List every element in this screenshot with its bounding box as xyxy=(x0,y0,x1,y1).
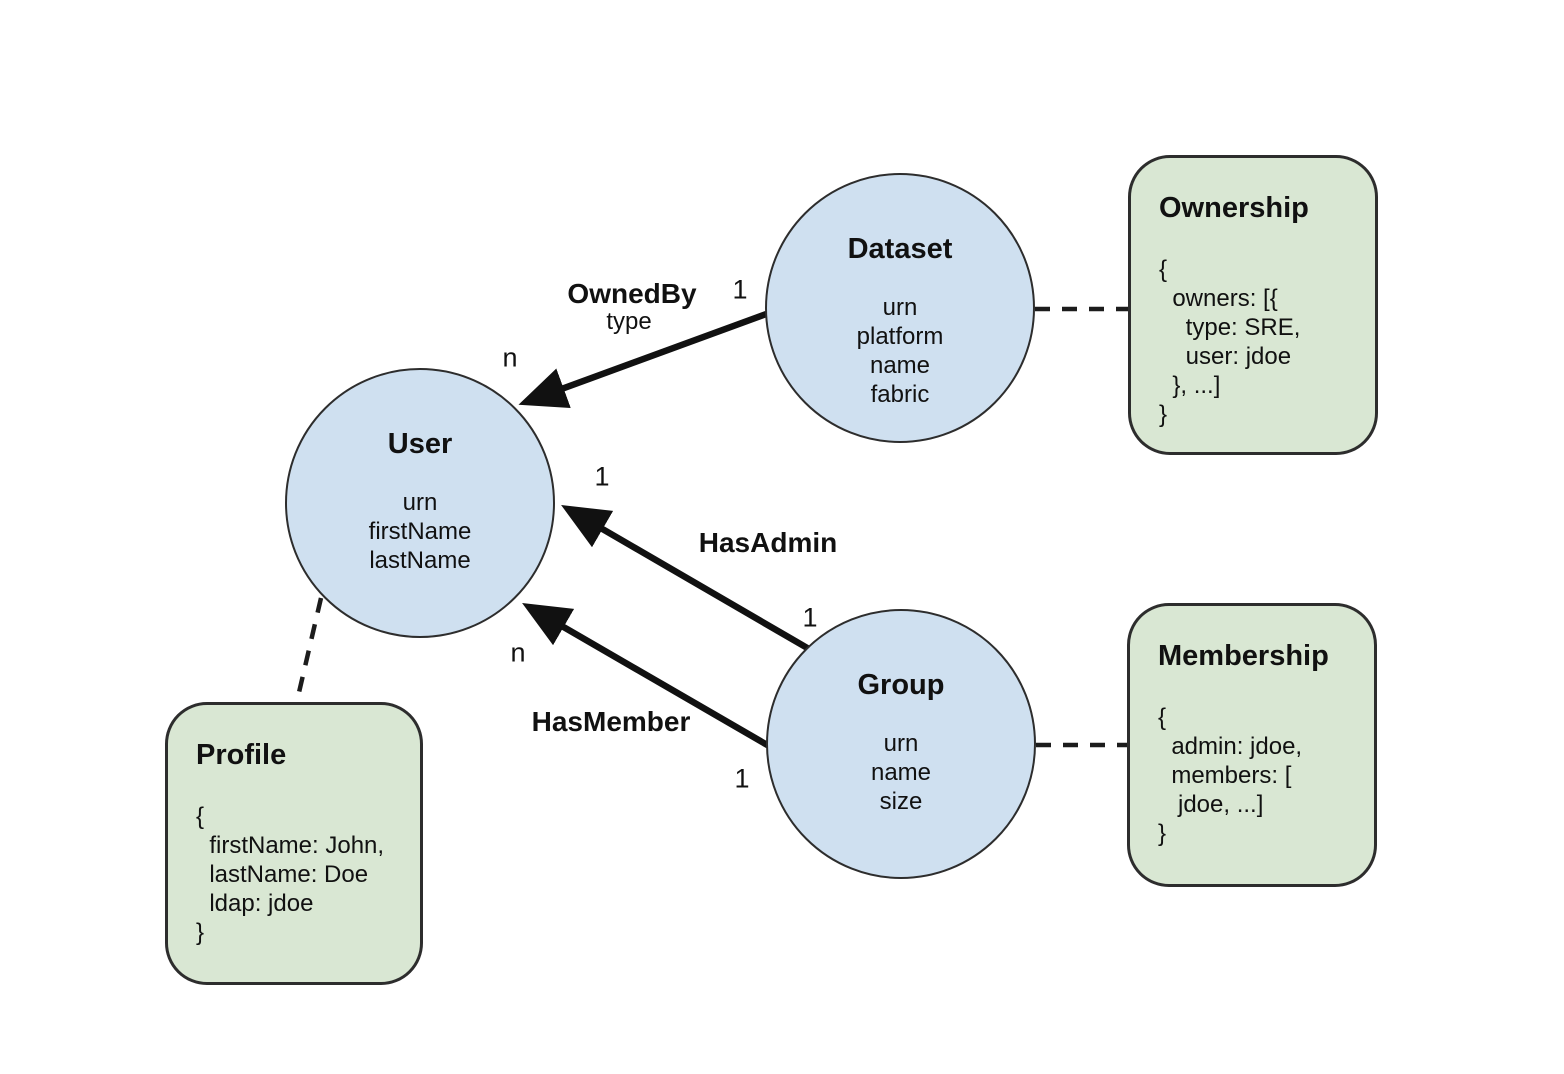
aspect-code-line: { xyxy=(1158,704,1167,731)
aspect-code-line: { xyxy=(196,803,205,830)
node-attribute: fabric xyxy=(870,381,930,408)
edge-sublabel-ownedby-type: type xyxy=(606,308,652,335)
aspect-membership: Membership { admin: jdoe, members: [ jdo… xyxy=(1127,603,1377,887)
node-attribute: urn xyxy=(883,730,919,757)
aspect-title: Membership xyxy=(1158,640,1329,672)
node-attributes: urn firstName lastName xyxy=(369,488,472,575)
aspect-code-line: ldap: jdoe xyxy=(196,890,314,917)
node-attribute: urn xyxy=(402,489,438,516)
cardinality-hasmember-source: 1 xyxy=(734,763,750,794)
aspect-code: { admin: jdoe, members: [ jdoe, ...] } xyxy=(1158,703,1358,848)
edge-label-hasadmin: HasAdmin xyxy=(698,527,838,558)
aspect-title: Ownership xyxy=(1159,192,1309,224)
aspect-code-line: admin: jdoe, xyxy=(1158,733,1303,760)
aspect-code-line: firstName: John, xyxy=(196,832,385,859)
aspect-code: { owners: [{ type: SRE, user: jdoe }, ..… xyxy=(1159,255,1359,429)
node-attribute: urn xyxy=(882,294,918,321)
cardinality-ownedby-source: 1 xyxy=(732,274,748,305)
node-title: Group xyxy=(857,669,945,701)
aspect-code-line: jdoe, ...] xyxy=(1158,791,1264,818)
aspect-code-line: } xyxy=(1158,820,1167,847)
node-attribute: firstName xyxy=(368,518,472,545)
aspect-code-line: { xyxy=(1159,256,1168,283)
aspect-code-line: } xyxy=(196,919,205,946)
cardinality-hasadmin-target: 1 xyxy=(594,461,610,492)
cardinality-ownedby-target: n xyxy=(502,342,518,373)
node-attribute: platform xyxy=(856,323,944,350)
node-attribute: lastName xyxy=(369,547,471,574)
node-attribute: name xyxy=(870,759,932,786)
aspect-code-line: }, ...] xyxy=(1159,372,1221,399)
node-attributes: urn platform name fabric xyxy=(857,293,944,409)
aspect-ownership: Ownership { owners: [{ type: SRE, user: … xyxy=(1128,155,1378,455)
aspect-code-line: members: [ xyxy=(1158,762,1292,789)
node-group: Group urn name size xyxy=(766,609,1036,879)
node-title: Dataset xyxy=(847,233,953,265)
cardinality-hasadmin-source: 1 xyxy=(802,602,818,633)
aspect-code-line: } xyxy=(1159,401,1168,428)
node-attribute: size xyxy=(879,788,923,815)
edge-label-ownedby: OwnedBy xyxy=(567,278,697,309)
aspect-code-line: lastName: Doe xyxy=(196,861,369,888)
node-attribute: name xyxy=(869,352,931,379)
aspect-title: Profile xyxy=(196,739,287,771)
aspect-profile: Profile { firstName: John, lastName: Doe… xyxy=(165,702,423,985)
node-dataset: Dataset urn platform name fabric xyxy=(765,173,1035,443)
user-profile-connector xyxy=(294,597,324,702)
edge-label-hasmember: HasMember xyxy=(531,706,691,737)
aspect-code: { firstName: John, lastName: Doe ldap: j… xyxy=(196,802,404,947)
aspect-code-line: owners: [{ xyxy=(1159,285,1278,312)
node-title: User xyxy=(387,428,453,460)
aspect-code-line: user: jdoe xyxy=(1159,343,1292,370)
cardinality-hasmember-target: n xyxy=(510,637,526,668)
node-attributes: urn name size xyxy=(871,729,931,816)
aspect-code-line: type: SRE, xyxy=(1159,314,1301,341)
node-user: User urn firstName lastName xyxy=(285,368,555,638)
